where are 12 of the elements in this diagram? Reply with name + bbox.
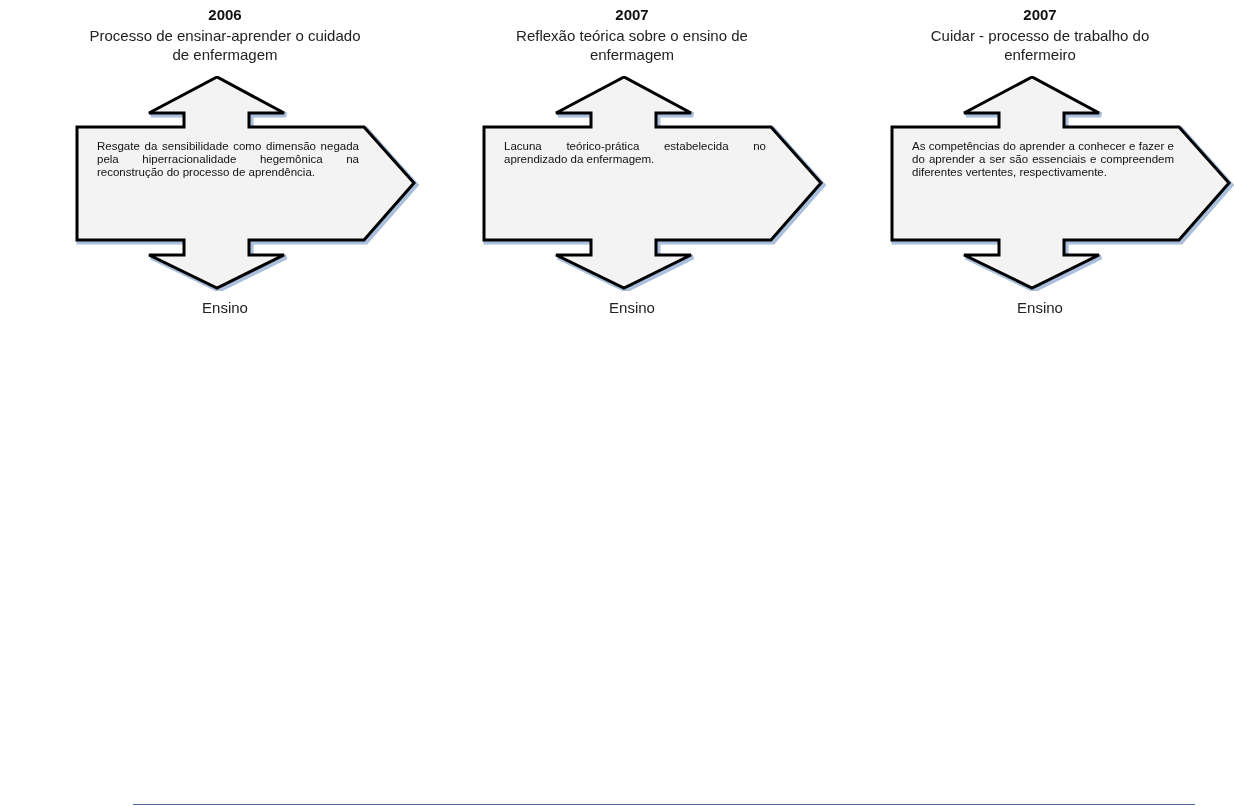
- heading: Processo de ensinar-aprender o cuidado de enfermagem: [88, 26, 362, 64]
- year-label: 2007: [614, 6, 650, 23]
- body-text: As competências do aprender a conhecer e fazer e do aprender a ser são essenciais e compreendem diferentes vertentes, respectivamente.: [912, 140, 1174, 179]
- year-label: 2006: [207, 6, 243, 23]
- heading: Cuidar - processo de trabalho do enfermeiro: [929, 26, 1151, 64]
- axis-label: Ensino: [201, 299, 249, 316]
- axis-label: Ensino: [1016, 299, 1064, 316]
- year-label: 2007: [1022, 6, 1058, 23]
- axis-label: Ensino: [608, 299, 656, 316]
- body-text: Lacuna teórico-prática estabelecida no aprendizado da enfermagem.: [504, 140, 766, 166]
- heading: Reflexão teórica sobre o ensino de enfermagem: [515, 26, 749, 64]
- body-text: Resgate da sensibilidade como dimensão negada pela hiperracionalidade hegemônica na reconstrução do processo de aprendência.: [97, 140, 359, 179]
